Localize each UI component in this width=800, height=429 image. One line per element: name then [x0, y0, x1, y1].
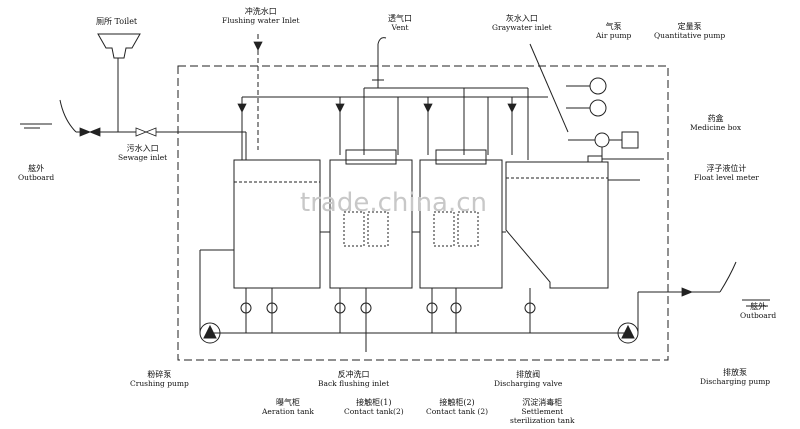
float-level-meter — [587, 155, 603, 163]
settlement-tank — [505, 161, 609, 289]
contact-tank-2-label: 接触柜(2)Contact tank (2) — [426, 398, 489, 416]
outboard-right-water — [719, 261, 770, 307]
vent-pipe — [377, 37, 387, 88]
contact-tank-2 — [419, 159, 503, 289]
contact-tank-1-label: 接触柜(1)Contact tank(2) — [344, 398, 404, 416]
graywater-pipe — [529, 43, 569, 133]
unit-boundary — [177, 65, 669, 361]
air-pump-1 — [589, 77, 607, 95]
outboard-left-water — [20, 99, 77, 133]
watermark: trade.china.cn — [300, 188, 488, 218]
aeration-tank — [233, 159, 321, 289]
toilet-bowl — [97, 33, 141, 59]
contact-tank-1 — [329, 159, 413, 289]
toilet-label: 厕所 Toilet — [96, 17, 138, 26]
medicine-box — [621, 131, 639, 149]
quantitative-pump — [594, 132, 610, 148]
air-pump-2 — [589, 99, 607, 117]
